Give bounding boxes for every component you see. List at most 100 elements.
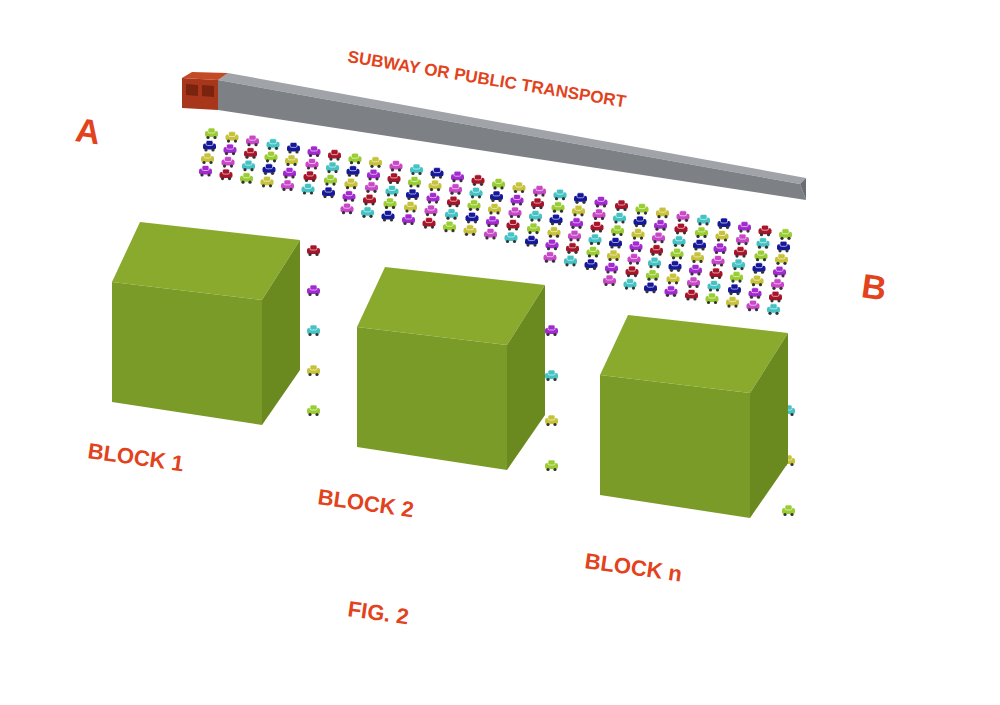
car-icon [550,214,563,225]
car-icon [757,238,770,249]
car-icon [738,222,751,233]
car-icon [513,182,526,193]
car-icon [574,193,587,204]
car-icon [777,241,790,252]
car-icon [365,182,378,193]
car-icon [341,203,354,214]
car-icon [710,268,723,279]
car-icon [408,177,421,188]
car-icon [671,248,684,259]
car-icon [697,214,710,225]
car-icon [472,175,485,186]
car-icon [546,239,559,250]
car-icon [767,304,780,315]
car-icon [349,153,362,164]
car-icon [464,225,477,236]
block-label: BLOCK 2 [316,486,415,521]
car-icon [533,186,546,197]
car-icon [242,160,255,171]
car-icon [755,250,768,261]
car-icon [628,254,641,265]
car-icon [708,281,721,292]
shape-face [750,333,788,518]
car-icon [648,257,661,268]
subway-bar: SUBWAY OR PUBLIC TRANSPORT [178,68,810,204]
car-icon [613,213,626,224]
car-icon [695,227,708,238]
car-icon [706,293,719,304]
car-icon [306,159,319,170]
car-icon [308,146,321,157]
car-icon [203,141,216,152]
car-icon [656,207,669,218]
car-icon [771,279,784,290]
car-icon [347,166,360,177]
car-icon [568,230,581,241]
car-icon [570,218,583,229]
car-icon [529,211,542,222]
car-icon [591,221,604,232]
car-icon [759,225,772,236]
car-icon [199,166,212,177]
car-icon [595,196,608,207]
car-icon [307,285,320,296]
car-icon [449,184,462,195]
car-icon [646,270,659,281]
car-icon [782,505,795,516]
car-icon [261,176,274,187]
car-icon [775,254,788,265]
car-icon [732,259,745,270]
car-icon [654,220,667,231]
car-icon [304,171,317,182]
car-icon [429,180,442,191]
shape-face [600,375,750,518]
car-icon [390,160,403,171]
car-icon [527,223,540,234]
car-icon [406,189,419,200]
car-icon [470,187,483,198]
node-shape [598,313,790,519]
car-icon [564,255,577,266]
car-icon [509,207,522,218]
car-icon [382,210,395,221]
car-icon [343,191,356,202]
figure-caption: FIG. 2 [346,598,410,628]
car-icon [585,259,598,270]
point-label: B [860,268,889,305]
car-icon [548,227,561,238]
car-icon [283,167,296,178]
car-icon [773,266,786,277]
car-icon [691,252,704,263]
car-icon [634,216,647,227]
car-icon [626,266,639,277]
car-icon [636,204,649,215]
car-icon [307,365,320,376]
car-icon [367,169,380,180]
car-icon [566,243,579,254]
car-icon [240,173,253,184]
car-icon [507,220,520,231]
car-icon [287,142,300,153]
car-icon [687,277,700,288]
car-icon [222,157,235,168]
car-icon [246,135,259,146]
car-icon [322,187,335,198]
shape-face [800,178,806,200]
block-label: BLOCK 1 [86,440,185,475]
car-icon [361,207,374,218]
car-icon [615,200,628,211]
car-icon [265,151,278,162]
shape-face [186,84,198,96]
car-icon [589,234,602,245]
car-icon [652,232,665,243]
car-icon [443,221,456,232]
car-icon [685,289,698,300]
car-icon [552,202,565,213]
car-icon [673,236,686,247]
car-icon [345,178,358,189]
car-icon [650,245,663,256]
car-icon [714,243,727,254]
car-icon [726,297,739,308]
point-label: A [74,112,103,149]
